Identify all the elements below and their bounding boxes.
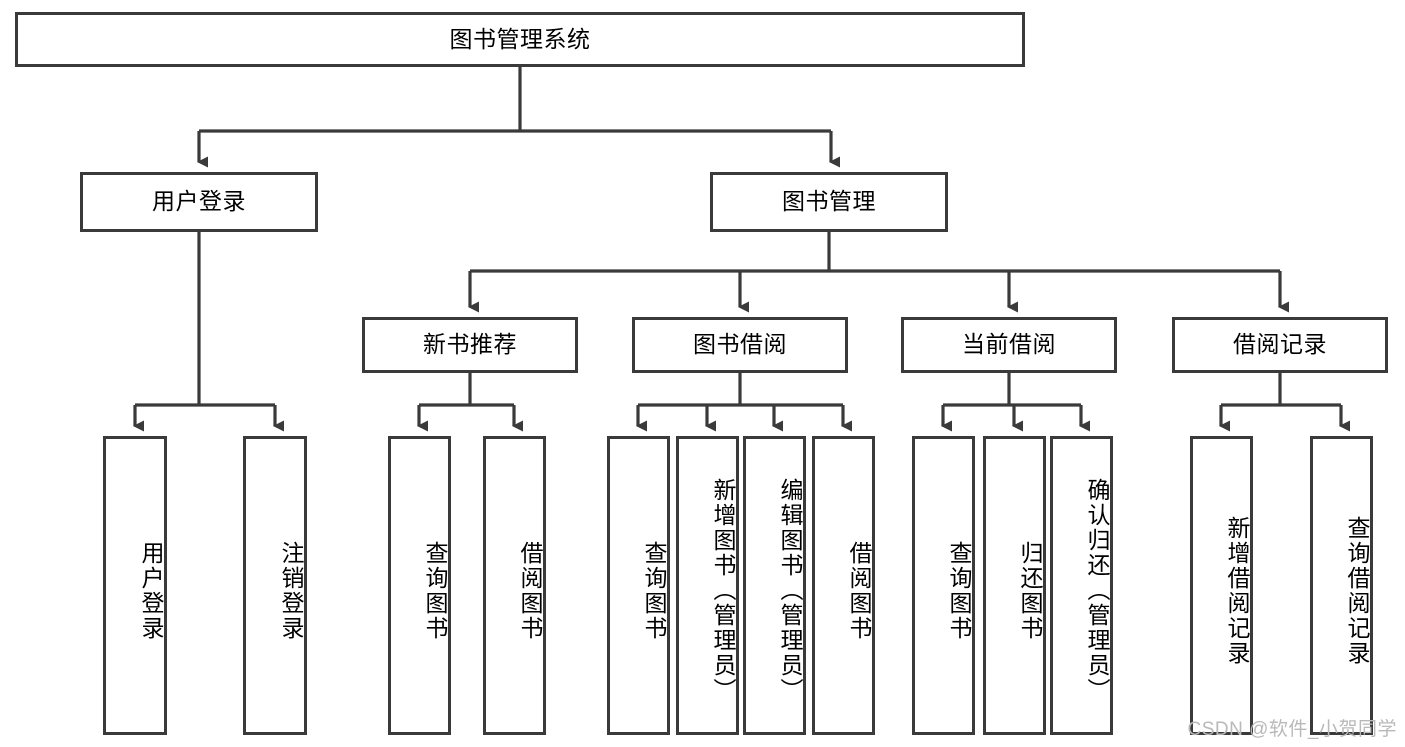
- node-label: 编辑图书（管理员）: [777, 478, 803, 703]
- node-current-borrow[interactable]: 当前借阅: [901, 317, 1117, 373]
- node-label: 图书借阅: [693, 331, 787, 358]
- node-leaf-return-book[interactable]: 归还图书: [983, 436, 1046, 735]
- node-label: 借阅图书: [517, 540, 543, 641]
- node-borrow-records[interactable]: 借阅记录: [1172, 317, 1388, 373]
- node-label: 图书管理: [782, 188, 876, 215]
- watermark-text: CSDN @软件_小贺同学: [1187, 719, 1397, 740]
- node-book-management[interactable]: 图书管理: [710, 172, 948, 232]
- node-label: 查询图书: [946, 540, 972, 641]
- node-leaf-query-book-1[interactable]: 查询图书: [388, 436, 451, 735]
- node-label: 查询图书: [422, 540, 448, 641]
- node-label: 确认归还（管理员）: [1084, 478, 1110, 703]
- node-leaf-query-book-2[interactable]: 查询图书: [607, 436, 670, 735]
- node-label: 新增借阅记录: [1224, 515, 1250, 666]
- node-label: 新书推荐: [423, 331, 517, 358]
- node-book-borrow[interactable]: 图书借阅: [632, 317, 848, 373]
- node-leaf-add-book[interactable]: 新增图书（管理员）: [676, 436, 739, 735]
- node-leaf-confirm-return[interactable]: 确认归还（管理员）: [1050, 436, 1113, 735]
- node-label: 查询图书: [641, 540, 667, 641]
- node-label: 注销登录: [278, 540, 304, 641]
- node-leaf-edit-book[interactable]: 编辑图书（管理员）: [743, 436, 806, 735]
- node-label: 借阅图书: [846, 540, 872, 641]
- node-leaf-query-record[interactable]: 查询借阅记录: [1310, 436, 1373, 735]
- node-label: 新增图书（管理员）: [710, 478, 736, 703]
- node-leaf-borrow-book-1[interactable]: 借阅图书: [483, 436, 546, 735]
- node-leaf-user-login[interactable]: 用户登录: [103, 436, 167, 735]
- node-root-system[interactable]: 图书管理系统: [15, 12, 1025, 67]
- node-label: 用户登录: [138, 540, 164, 641]
- node-label: 图书管理系统: [449, 25, 591, 52]
- node-leaf-add-record[interactable]: 新增借阅记录: [1190, 436, 1253, 735]
- node-leaf-query-book-3[interactable]: 查询图书: [912, 436, 975, 735]
- node-label: 归还图书: [1017, 540, 1043, 641]
- node-new-book-recommend[interactable]: 新书推荐: [362, 317, 578, 373]
- node-label: 查询借阅记录: [1344, 515, 1370, 666]
- node-label: 当前借阅: [962, 331, 1056, 358]
- node-leaf-user-logout[interactable]: 注销登录: [243, 436, 307, 735]
- node-label: 借阅记录: [1233, 331, 1327, 358]
- node-user-login[interactable]: 用户登录: [80, 172, 318, 232]
- node-leaf-borrow-book-2[interactable]: 借阅图书: [812, 436, 875, 735]
- node-label: 用户登录: [152, 188, 246, 215]
